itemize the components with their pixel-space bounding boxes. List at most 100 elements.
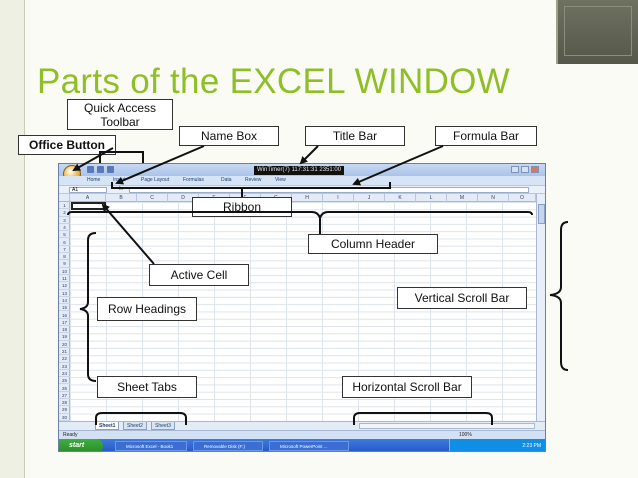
row-heading[interactable]: 24 <box>59 370 70 378</box>
vertical-scroll-bar[interactable] <box>536 194 545 421</box>
row-heading[interactable]: 2 <box>59 209 70 217</box>
row-heading[interactable]: 29 <box>59 406 70 414</box>
title-bar-arrow <box>299 145 319 165</box>
callout-name-box: Name Box <box>179 126 279 146</box>
row-heading[interactable]: 9 <box>59 260 70 268</box>
tab-page-layout[interactable]: Page Layout <box>141 177 170 183</box>
taskbar-item-powerpoint[interactable]: Microsoft PowerPoint ... <box>269 441 349 451</box>
callout-quick-access-toolbar: Quick Access Toolbar <box>67 99 173 130</box>
tab-view[interactable]: View <box>275 177 286 183</box>
row-heading[interactable]: 1 <box>59 202 70 210</box>
column-header[interactable]: A <box>70 194 106 202</box>
sheet-tab-sheet1[interactable]: Sheet1 <box>95 422 120 430</box>
status-bar: Ready 100% <box>59 430 545 439</box>
wintimer-readout: WinTimer(7) 117:31:31 2351:00 <box>254 166 345 175</box>
column-header[interactable]: C <box>137 194 168 202</box>
slide-corner-decoration <box>556 0 638 64</box>
row-heading[interactable]: 18 <box>59 326 70 334</box>
column-header[interactable]: M <box>447 194 478 202</box>
vertical-scroll-thumb[interactable] <box>538 204 545 224</box>
column-header[interactable]: L <box>416 194 447 202</box>
tab-data[interactable]: Data <box>221 177 232 183</box>
ribbon-tab-bar: Home Insert Page Layout Formulas Data Re… <box>59 176 545 185</box>
tab-home[interactable]: Home <box>87 177 101 183</box>
callout-active-cell: Active Cell <box>149 264 249 286</box>
name-box[interactable]: A1 <box>69 187 107 193</box>
sheet-tab-sheet2[interactable]: Sheet2 <box>123 422 147 430</box>
callout-sheet-tabs: Sheet Tabs <box>97 376 197 398</box>
row-heading[interactable]: 13 <box>59 290 70 297</box>
row-heading[interactable]: 3 <box>59 217 70 224</box>
row-heading[interactable]: 21 <box>59 348 70 356</box>
formula-input[interactable] <box>129 187 529 193</box>
maximize-button[interactable] <box>521 166 529 173</box>
row-heading[interactable]: 20 <box>59 341 70 348</box>
callout-column-header: Column Header <box>308 234 438 254</box>
column-header-select-all[interactable] <box>59 194 70 202</box>
redo-icon[interactable] <box>107 166 114 173</box>
slide-left-rule <box>24 0 25 478</box>
row-heading[interactable]: 27 <box>59 392 70 400</box>
formula-bar-row: A1 fx <box>59 185 545 194</box>
row-heading[interactable]: 8 <box>59 253 70 261</box>
callout-ribbon: Ribbon <box>192 197 292 217</box>
callout-office-button: Office Button <box>18 135 116 155</box>
row-heading[interactable]: 17 <box>59 319 70 327</box>
column-header[interactable]: B <box>106 194 137 202</box>
row-heading[interactable]: 25 <box>59 377 70 385</box>
column-header-row: A B C D E F G H I J K L M N O <box>59 194 545 202</box>
callout-formula-bar: Formula Bar <box>435 126 537 146</box>
column-header[interactable]: K <box>385 194 416 202</box>
column-header[interactable]: J <box>354 194 385 202</box>
sheet-tab-sheet3[interactable]: Sheet3 <box>151 422 175 430</box>
system-tray: 2:23 PM <box>449 439 545 451</box>
row-heading[interactable]: 23 <box>59 363 70 370</box>
fx-icon[interactable]: fx <box>119 186 123 192</box>
active-cell[interactable] <box>71 202 106 210</box>
row-heading[interactable]: 10 <box>59 268 70 275</box>
tab-formulas[interactable]: Formulas <box>183 177 204 183</box>
row-heading[interactable]: 6 <box>59 239 70 246</box>
row-heading[interactable]: 4 <box>59 224 70 232</box>
minimize-button[interactable] <box>511 166 519 173</box>
status-text: Ready <box>63 432 78 438</box>
excel-title-bar[interactable]: WinTimer(7) 117:31:31 2351:00 <box>59 164 545 176</box>
row-heading[interactable]: 7 <box>59 246 70 254</box>
row-heading[interactable]: 28 <box>59 399 70 407</box>
row-heading[interactable]: 5 <box>59 231 70 239</box>
column-header[interactable]: O <box>509 194 536 202</box>
slide-title: Parts of the EXCEL WINDOW <box>37 62 510 101</box>
windows-taskbar: start Microsoft Excel - Book1 Removable … <box>59 439 545 451</box>
save-icon[interactable] <box>87 166 94 173</box>
column-header[interactable]: N <box>478 194 509 202</box>
row-heading[interactable]: 26 <box>59 385 70 392</box>
row-heading[interactable]: 16 <box>59 312 70 319</box>
zoom-level[interactable]: 100% <box>459 432 472 438</box>
callout-title-bar: Title Bar <box>305 126 405 146</box>
row-heading[interactable]: 22 <box>59 355 70 363</box>
row-heading[interactable]: 14 <box>59 297 70 305</box>
tab-review[interactable]: Review <box>245 177 262 183</box>
vertical-scroll-bar-bracket <box>549 221 569 371</box>
column-header[interactable]: I <box>323 194 354 202</box>
row-heading[interactable]: 12 <box>59 282 70 290</box>
taskbar-item-excel[interactable]: Microsoft Excel - Book1 <box>115 441 187 451</box>
sheet-tabs-row: Sheet1 Sheet2 Sheet3 <box>59 421 545 430</box>
start-button[interactable]: start <box>59 439 103 451</box>
column-header[interactable]: H <box>292 194 323 202</box>
callout-vertical-scroll-bar: Vertical Scroll Bar <box>397 287 527 309</box>
row-heading[interactable]: 30 <box>59 414 70 421</box>
taskbar-item-removable-disk[interactable]: Removable Disk (F:) <box>193 441 263 451</box>
callout-row-headings: Row Headings <box>97 297 197 321</box>
row-heading[interactable]: 15 <box>59 304 70 312</box>
row-heading[interactable]: 19 <box>59 333 70 341</box>
tab-insert[interactable]: Insert <box>113 177 126 183</box>
undo-icon[interactable] <box>97 166 104 173</box>
slide-left-band <box>0 0 24 478</box>
row-heading[interactable]: 11 <box>59 275 70 283</box>
horizontal-scroll-bar[interactable] <box>359 423 535 429</box>
clock: 2:23 PM <box>522 443 541 449</box>
close-button[interactable] <box>531 166 539 173</box>
